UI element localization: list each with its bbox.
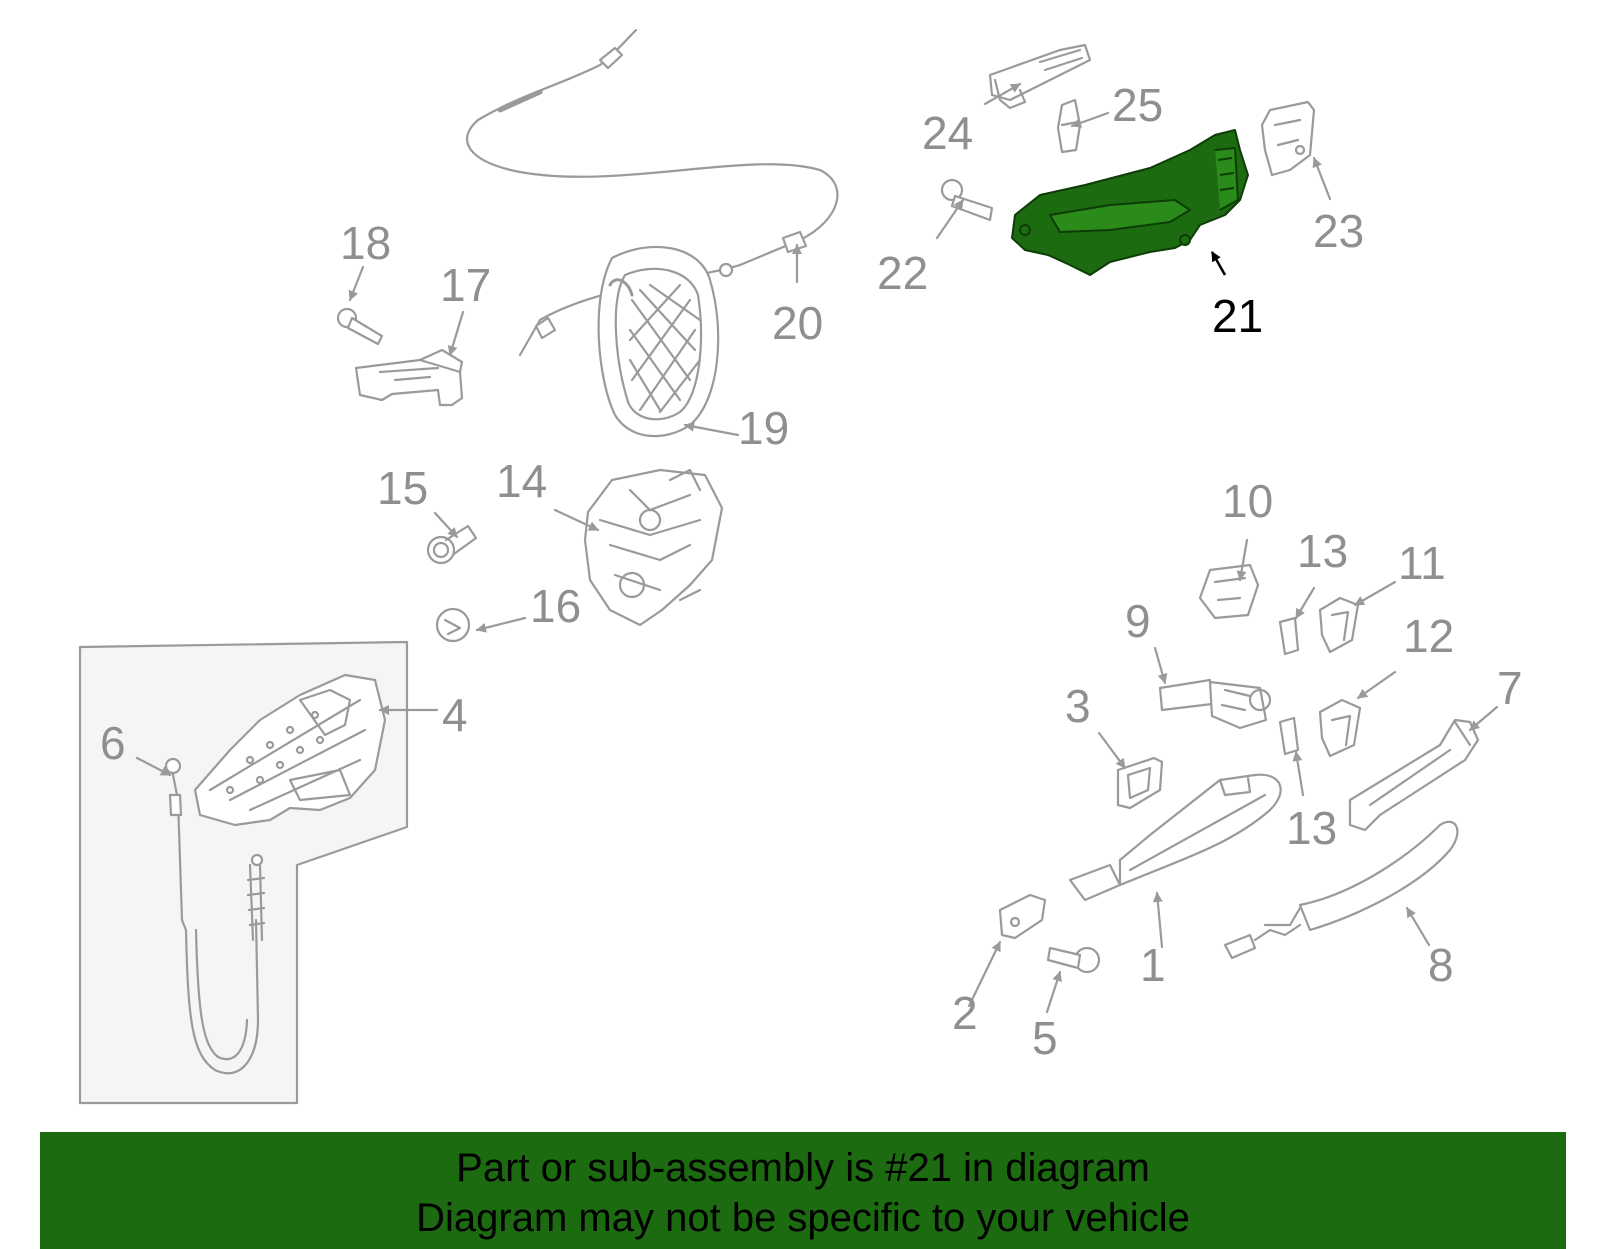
part-7-grip (1348, 718, 1480, 832)
part-13-cap-bottom (1278, 716, 1300, 756)
part-4-module (193, 673, 387, 827)
info-banner: Part or sub-assembly is #21 in diagram D… (40, 1132, 1566, 1249)
callout-19: 19 (738, 402, 790, 454)
callout-13-bottom: 13 (1286, 802, 1338, 854)
callout-6: 6 (100, 717, 126, 769)
part-21-inside-handle-highlighted (1011, 129, 1249, 276)
callout-13-top: 13 (1297, 525, 1349, 577)
callout-5: 5 (1032, 1012, 1058, 1064)
callout-16: 16 (530, 580, 582, 632)
part-19-handle-bezel (597, 245, 720, 438)
callout-10: 10 (1222, 475, 1274, 527)
part-22-bolt (940, 178, 994, 222)
callout-18: 18 (340, 217, 392, 269)
part-17-bracket (354, 348, 464, 407)
part-24-cover (988, 43, 1092, 110)
callout-7: 7 (1497, 662, 1523, 714)
part-10-housing (1198, 563, 1260, 620)
leader-lines (135, 82, 1499, 1014)
part-9-lock-cylinder (1158, 678, 1272, 730)
callout-22: 22 (877, 247, 929, 299)
callout-14: 14 (496, 455, 548, 507)
callout-9: 9 (1125, 595, 1151, 647)
part-5-bolt (1046, 946, 1101, 974)
callout-21: 21 (1212, 290, 1264, 342)
part-23-trim (1260, 100, 1316, 177)
part-15-bolt (426, 524, 478, 565)
part-25-clip (1056, 98, 1082, 154)
part-3-gasket (1116, 756, 1164, 810)
part-1-outer-handle (1068, 773, 1282, 902)
callout-23: 23 (1313, 205, 1365, 257)
part-14-latch (583, 468, 724, 627)
banner-disclaimer-line: Diagram may not be specific to your vehi… (416, 1196, 1190, 1240)
part-11-cap (1318, 596, 1360, 654)
part-16-nut (435, 607, 471, 643)
callout-11: 11 (1398, 537, 1446, 589)
callout-15: 15 (377, 462, 429, 514)
callout-1: 1 (1140, 939, 1166, 991)
callout-12: 12 (1403, 610, 1455, 662)
callout-4: 4 (442, 689, 468, 741)
part-12-cap (1318, 698, 1362, 758)
callout-3: 3 (1065, 680, 1091, 732)
part-2-gasket (998, 893, 1047, 940)
part-13-cap-top (1278, 616, 1300, 656)
callout-17: 17 (440, 259, 492, 311)
part-8-grip-sensor (1223, 820, 1459, 960)
callout-24: 24 (922, 107, 974, 159)
part-18-bolt (336, 307, 384, 346)
banner-part-line: Part or sub-assembly is #21 in diagram (456, 1146, 1150, 1190)
leader-line-21 (1210, 251, 1227, 276)
callout-25: 25 (1112, 79, 1164, 131)
callout-20: 20 (772, 297, 824, 349)
callout-8: 8 (1428, 939, 1454, 991)
callout-2: 2 (952, 987, 978, 1039)
